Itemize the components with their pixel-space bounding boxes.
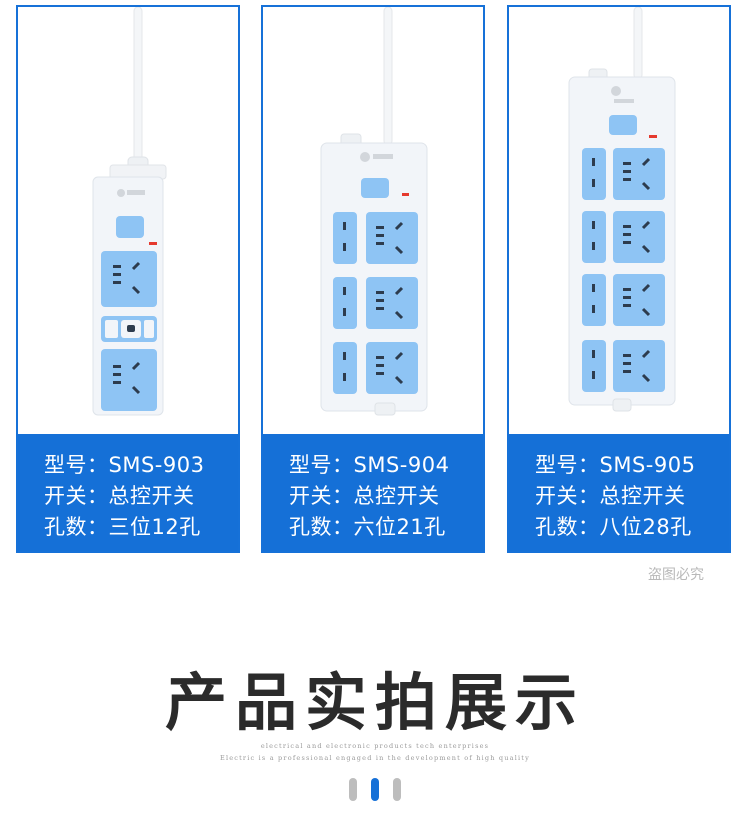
spec-panel: 型号：SMS-903 开关：总控开关 孔数：三位12孔 xyxy=(18,434,238,551)
socket-row xyxy=(582,148,665,200)
section-subtitle-line1: electrical and electronic products tech … xyxy=(260,742,490,750)
pager-dot[interactable] xyxy=(349,778,357,801)
socket-row xyxy=(582,274,665,326)
product-card-sms-905[interactable]: 型号：SMS-905 开关：总控开关 孔数：八位28孔 xyxy=(507,5,731,553)
switch-label: 开关：总控开关 xyxy=(44,484,195,508)
product-card-sms-904[interactable]: 型号：SMS-904 开关：总控开关 孔数：六位21孔 xyxy=(261,5,485,553)
section-title: 产品实拍展示 xyxy=(164,666,585,739)
spec-panel: 型号：SMS-904 开关：总控开关 孔数：六位21孔 xyxy=(263,434,483,551)
power-strip-6-outlet-image xyxy=(320,7,428,416)
power-strip-3-outlet-image xyxy=(92,7,167,416)
socket-row xyxy=(582,340,665,392)
socket-row xyxy=(333,212,418,264)
section-subtitle-line2: Electric is a professional engaged in th… xyxy=(220,754,530,762)
carousel-pager xyxy=(347,778,407,802)
holes-label: 孔数：六位21孔 xyxy=(289,515,446,539)
socket-row xyxy=(333,342,418,394)
power-strip-photo xyxy=(18,7,238,435)
switch-label: 开关：总控开关 xyxy=(535,484,686,508)
power-strip-8-outlet-image xyxy=(568,7,676,412)
power-strip-photo xyxy=(509,7,729,435)
power-strip-photo xyxy=(263,7,483,435)
product-card-sms-903[interactable]: 型号：SMS-903 开关：总控开关 孔数：三位12孔 xyxy=(16,5,240,553)
model-label: 型号：SMS-904 xyxy=(289,453,450,477)
pager-dot[interactable] xyxy=(393,778,401,801)
switch-label: 开关：总控开关 xyxy=(289,484,440,508)
spec-panel: 型号：SMS-905 开关：总控开关 孔数：八位28孔 xyxy=(509,434,729,551)
socket-row xyxy=(582,211,665,263)
model-label: 型号：SMS-903 xyxy=(44,453,205,477)
watermark-text: 盗图必究 xyxy=(648,567,704,583)
holes-label: 孔数：八位28孔 xyxy=(535,515,692,539)
pager-dot-active[interactable] xyxy=(371,778,379,801)
socket-row xyxy=(333,277,418,329)
model-label: 型号：SMS-905 xyxy=(535,453,696,477)
holes-label: 孔数：三位12孔 xyxy=(44,515,201,539)
